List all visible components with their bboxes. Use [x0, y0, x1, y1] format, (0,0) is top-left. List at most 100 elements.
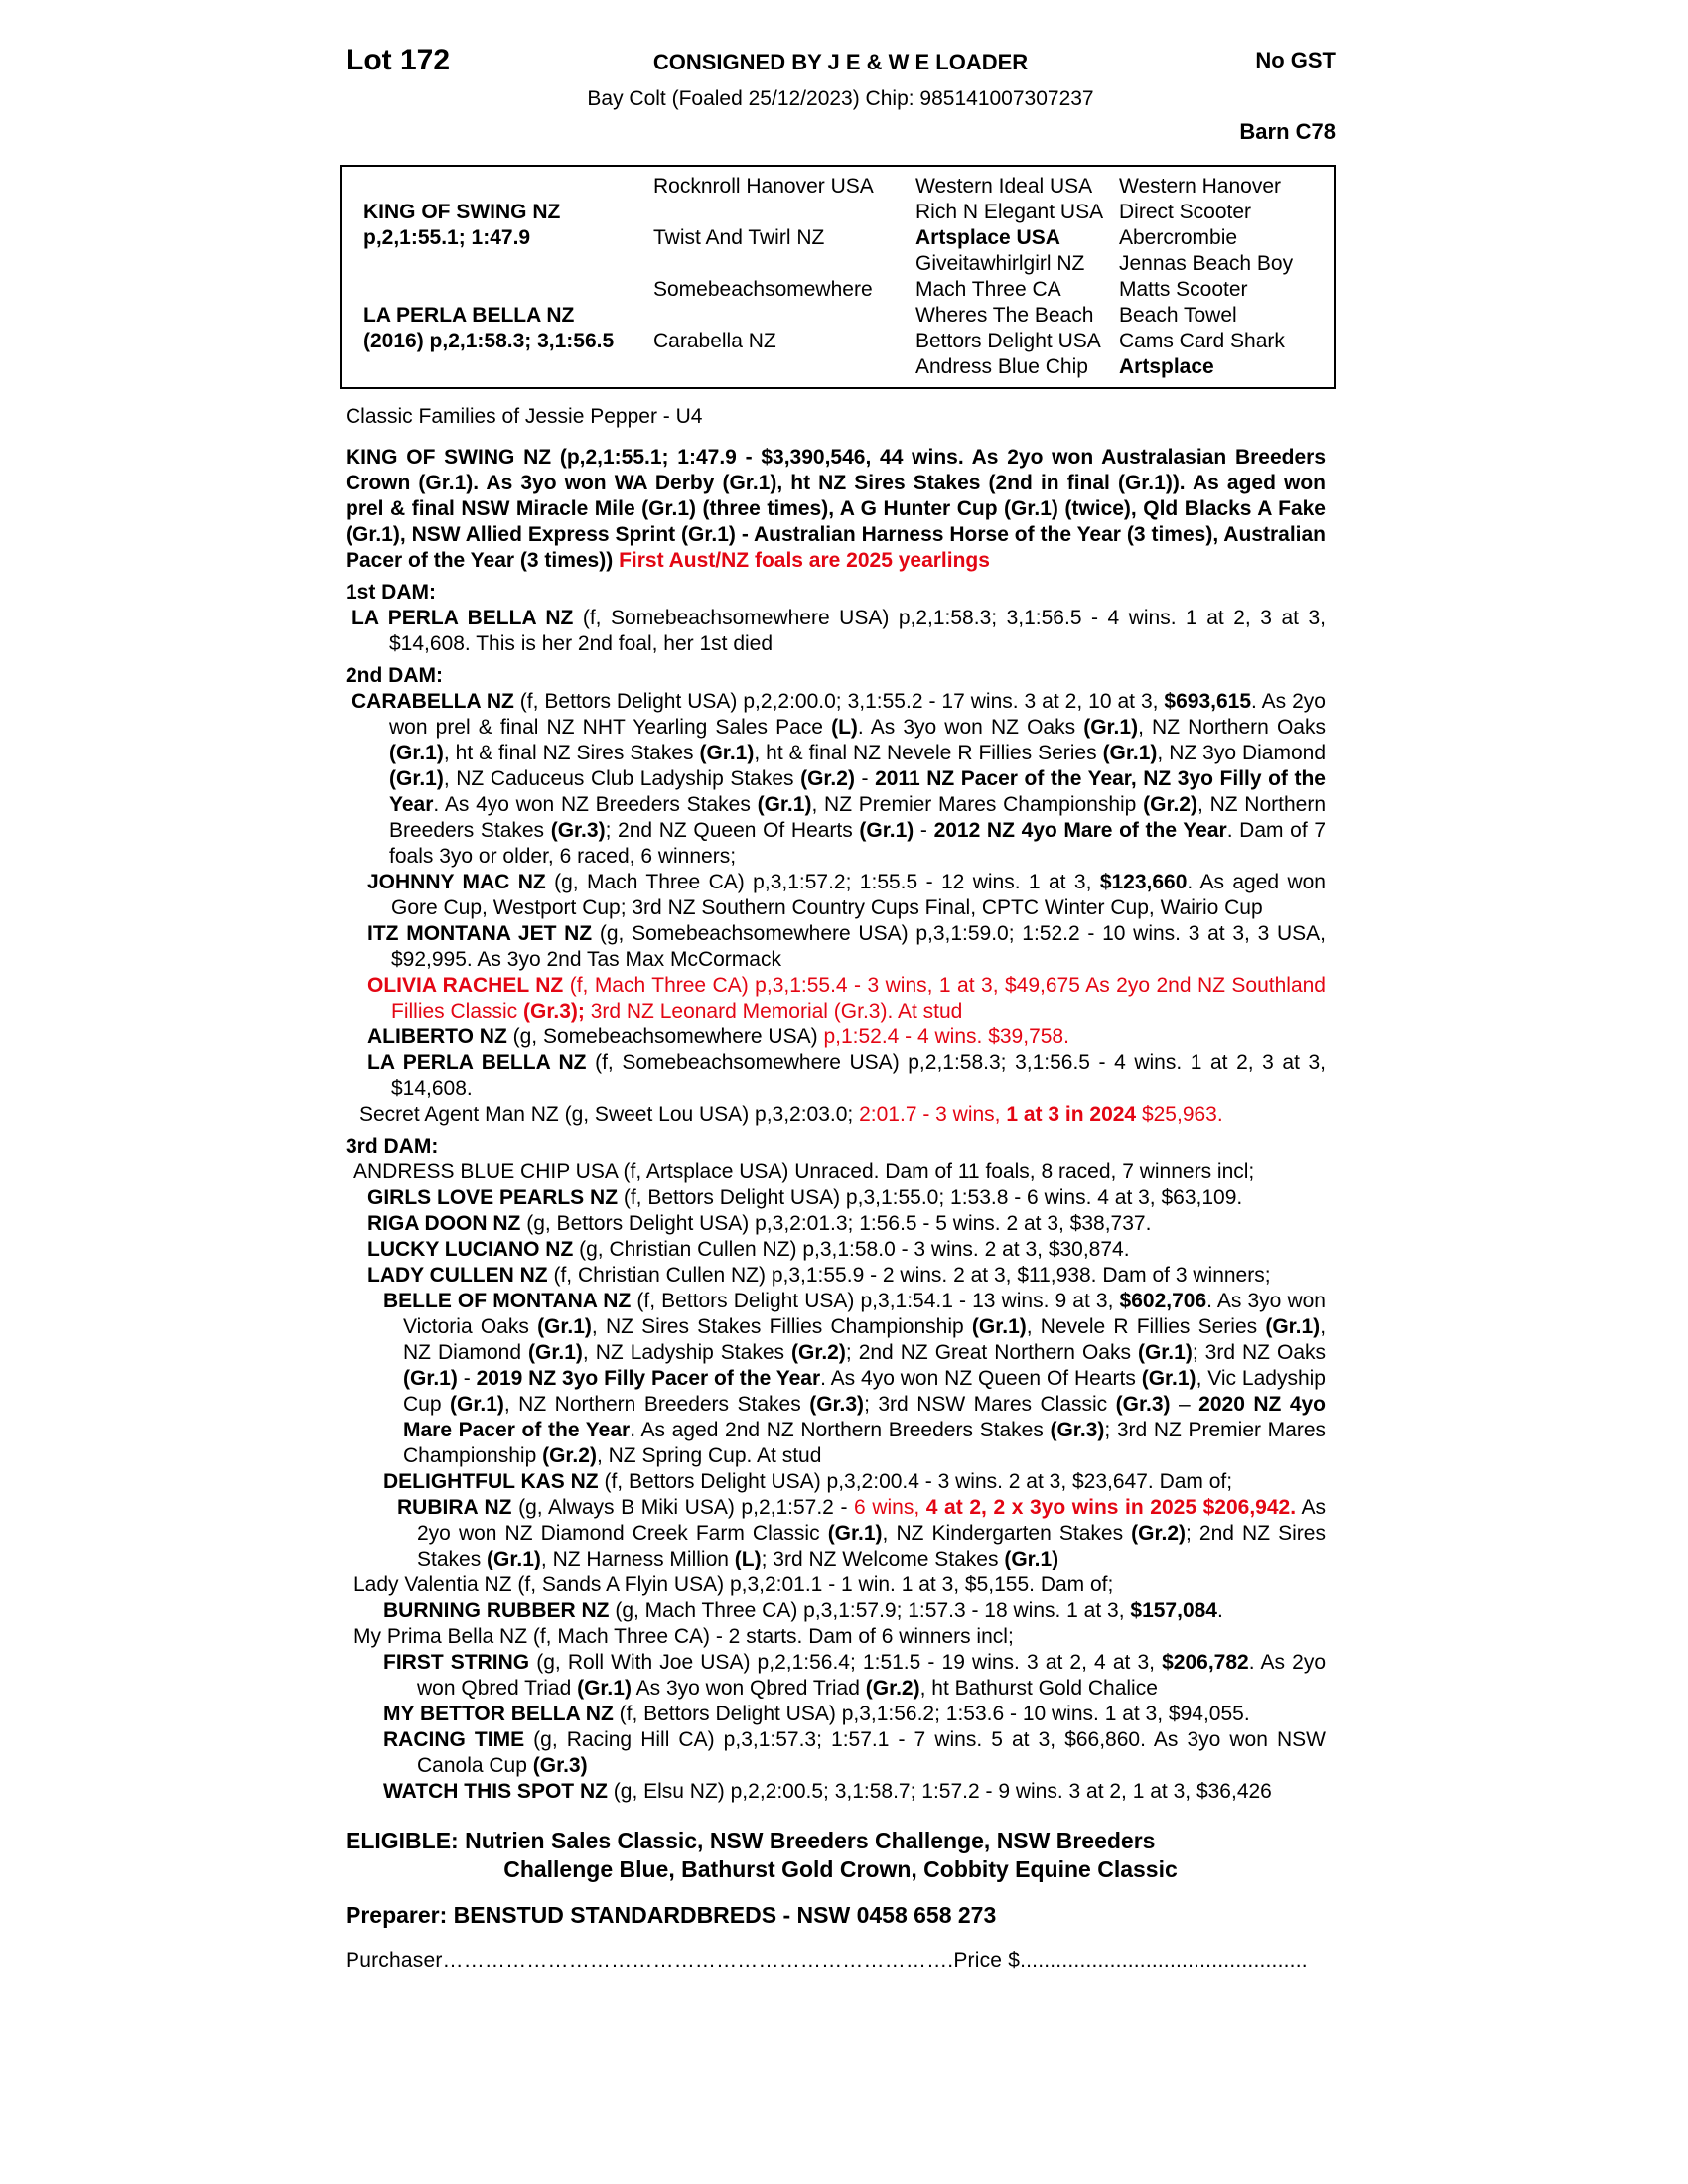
pedigree-name: Andress Blue Chip	[915, 355, 1088, 378]
text-segment: BELLE OF MONTANA NZ	[383, 1290, 637, 1312]
text-segment: ; 3rd NZ Welcome Stakes	[761, 1548, 1005, 1570]
gst-status: No GST	[1255, 48, 1336, 72]
text-segment: ; 3rd NSW Mares Classic	[864, 1393, 1116, 1416]
text-segment: , ht Bathurst Gold Chalice	[919, 1677, 1158, 1700]
text-segment: (Gr.1)	[1004, 1548, 1059, 1570]
lot-number: Lot 172	[346, 44, 451, 76]
text-segment: (Gr.1)	[487, 1548, 541, 1570]
text-segment: 4 at 2, 2 x 3yo wins in 2025 $206,942.	[925, 1496, 1297, 1519]
text-segment: (Gr.1)	[827, 1522, 883, 1545]
text-segment: DELIGHTFUL KAS NZ	[383, 1470, 605, 1493]
text-segment: $602,706	[1119, 1290, 1207, 1312]
text-segment: As 3yo won Qbred Triad	[631, 1677, 866, 1700]
text-segment: (Gr.1)	[1141, 1367, 1196, 1390]
text-segment: , NZ 3yo Diamond	[1157, 742, 1327, 764]
text-segment: Classic Families of Jessie Pepper - U4	[346, 405, 703, 428]
pedigree-record: p,2,1:55.1; 1:47.9	[363, 226, 531, 249]
horse-entry-delightful-kas: DELIGHTFUL KAS NZ (f, Bettors Delight US…	[346, 1469, 1326, 1495]
text-segment: BURNING RUBBER NZ	[383, 1599, 616, 1622]
pedigree-name: Rich N Elegant USA	[915, 201, 1104, 223]
pedigree-name: Matts Scooter	[1119, 278, 1248, 301]
text-segment: , NZ Ladyship Stakes	[582, 1341, 791, 1364]
text-segment: (f, Bettors Delight USA) p,3,1:54.1 - 13…	[636, 1290, 1120, 1312]
text-segment: (Gr.1)	[757, 793, 812, 816]
text-segment: , NZ Spring Cup. At stud	[596, 1444, 822, 1467]
pedigree-record: (2016) p,2,1:58.3; 3,1:56.5	[363, 330, 615, 352]
text-segment: , ht & final NZ Sires Stakes	[443, 742, 700, 764]
text-segment: .	[1216, 1599, 1223, 1622]
text-segment: (Gr.1)	[1137, 1341, 1193, 1364]
horse-entry-girls-love-pearls: GIRLS LOVE PEARLS NZ (f, Bettors Delight…	[346, 1185, 1326, 1211]
pedigree-name: Abercrombie	[1119, 226, 1238, 249]
text-segment: Lady Valentia NZ (f, Sands A Flyin USA) …	[353, 1573, 1114, 1596]
text-segment: (g, Elsu NZ) p,2,2:00.5; 3,1:58.7; 1:57.…	[613, 1780, 1272, 1803]
text-segment: $157,084	[1130, 1599, 1217, 1622]
text-segment: (Gr.3)	[532, 1754, 588, 1777]
text-segment: 2019 NZ 3yo Filly Pacer of the Year	[476, 1367, 821, 1390]
text-segment: (g, Bettors Delight USA) p,3,2:01.3; 1:5…	[526, 1212, 1152, 1235]
text-segment: ; 2nd NZ Queen Of Hearts	[605, 819, 860, 842]
eligible-line2: Challenge Blue, Bathurst Gold Crown, Cob…	[503, 1856, 1178, 1882]
page-header: Lot 172 CONSIGNED BY J E & W E LOADER No…	[346, 44, 1336, 85]
pedigree-name: Direct Scooter	[1119, 201, 1252, 223]
text-segment: , NZ Caduceus Club Ladyship Stakes	[443, 767, 801, 790]
text-segment: (Gr.1)	[699, 742, 755, 764]
text-segment: (f, Christian Cullen NZ) p,3,1:55.9 - 2 …	[553, 1264, 1271, 1287]
text-segment: , NZ Harness Million	[540, 1548, 735, 1570]
text-segment: (Gr.3);	[523, 1000, 585, 1023]
text-segment: LADY CULLEN NZ	[367, 1264, 554, 1287]
text-segment: -	[854, 767, 876, 790]
text-segment: (Gr.1)	[389, 767, 444, 790]
preparer-line: Preparer: BENSTUD STANDARDBREDS - NSW 04…	[346, 1902, 997, 1928]
text-segment: , NZ Northern Breeders Stakes	[389, 793, 1327, 842]
text-segment: (g, Roll With Joe USA) p,2,1:56.4; 1:51.…	[536, 1651, 1163, 1674]
text-segment: RIGA DOON NZ	[367, 1212, 527, 1235]
horse-entry-carabella: CARABELLA NZ (f, Bettors Delight USA) p,…	[346, 689, 1326, 870]
pedigree-name: Western Hanover	[1119, 175, 1282, 198]
text-segment: 2012 NZ 4yo Mare of the Year	[933, 819, 1227, 842]
horse-entry-johnny-mac: JOHNNY MAC NZ (g, Mach Three CA) p,3,1:5…	[346, 870, 1326, 921]
text-segment: (Gr.1)	[1265, 1315, 1321, 1338]
text-segment: CARABELLA NZ	[352, 690, 520, 713]
text-segment: ; 3rd NZ Premier Mares Championship	[403, 1419, 1327, 1467]
text-segment: 2020 NZ 4yo Mare Pacer of the Year	[403, 1393, 1327, 1441]
horse-entry-la-perla-bella: LA PERLA BELLA NZ (f, Somebeachsomewhere…	[346, 606, 1326, 657]
text-segment: (f, Bettors Delight USA) p,3,1:56.2; 1:5…	[619, 1703, 1250, 1725]
text-segment: ; 2nd NZ Sires Stakes	[417, 1522, 1326, 1570]
pedigree-name: Wheres The Beach	[915, 304, 1094, 327]
text-segment: 2nd DAM:	[346, 664, 443, 687]
horse-entry-riga-doon: RIGA DOON NZ (g, Bettors Delight USA) p,…	[346, 1211, 1326, 1237]
pedigree-name: Mach Three CA	[915, 278, 1061, 301]
horse-entry-olivia-rachel: OLIVIA RACHEL NZ (f, Mach Three CA) p,3,…	[346, 973, 1326, 1024]
text-segment: (Gr.1)	[528, 1341, 583, 1364]
text-segment: My Prima Bella NZ (f, Mach Three CA) - 2…	[353, 1625, 1014, 1648]
text-segment: (Gr.1)	[859, 819, 914, 842]
text-segment: -	[457, 1367, 477, 1390]
text-segment: . As 2yo won prel & final NZ NHT Yearlin…	[389, 690, 1326, 739]
text-segment: (Gr.3)	[1115, 1393, 1171, 1416]
text-segment: (g, Racing Hill CA) p,3,1:57.3; 1:57.1 -…	[417, 1728, 1326, 1777]
text-segment: , NZ Sires Stakes Fillies Championship	[591, 1315, 972, 1338]
text-segment: (g, Somebeachsomewhere USA)	[512, 1025, 824, 1048]
horse-entry-andress-blue-chip: ANDRESS BLUE CHIP USA (f, Artsplace USA)…	[346, 1160, 1326, 1185]
dam-heading-2nd: 2nd DAM:	[346, 663, 1326, 689]
text-segment: OLIVIA RACHEL NZ	[367, 974, 570, 997]
text-segment: (Gr.3)	[1050, 1419, 1105, 1441]
text-segment: , Vic Ladyship Cup	[403, 1367, 1326, 1416]
text-segment: WATCH THIS SPOT NZ	[383, 1780, 614, 1803]
pedigree-name: Rocknroll Hanover USA	[653, 175, 874, 198]
text-segment: (g, Always B Miki USA) p,2,1:57.2 -	[518, 1496, 855, 1519]
horse-entry-my-prima-bella: My Prima Bella NZ (f, Mach Three CA) - 2…	[346, 1624, 1326, 1650]
text-segment: (L)	[831, 716, 858, 739]
text-segment: (L)	[734, 1548, 762, 1570]
pedigree-text: Classic Families of Jessie Pepper - U4 KI…	[346, 404, 1326, 1805]
text-segment: FIRST STRING	[383, 1651, 537, 1674]
text-segment: (f, Bettors Delight USA) p,3,2:00.4 - 3 …	[604, 1470, 1233, 1493]
text-segment: . As 3yo won Victoria Oaks	[403, 1290, 1326, 1338]
text-segment: ; 2nd NZ Great Northern Oaks	[845, 1341, 1138, 1364]
pedigree-name: LA PERLA BELLA NZ	[363, 304, 575, 327]
text-segment: (f, Bettors Delight USA) p,2,2:00.0; 3,1…	[519, 690, 1165, 713]
sire-summary: KING OF SWING NZ (p,2,1:55.1; 1:47.9 - $…	[346, 445, 1326, 574]
text-segment: p,1:52.4 - 4 wins. $39,758.	[823, 1025, 1069, 1048]
